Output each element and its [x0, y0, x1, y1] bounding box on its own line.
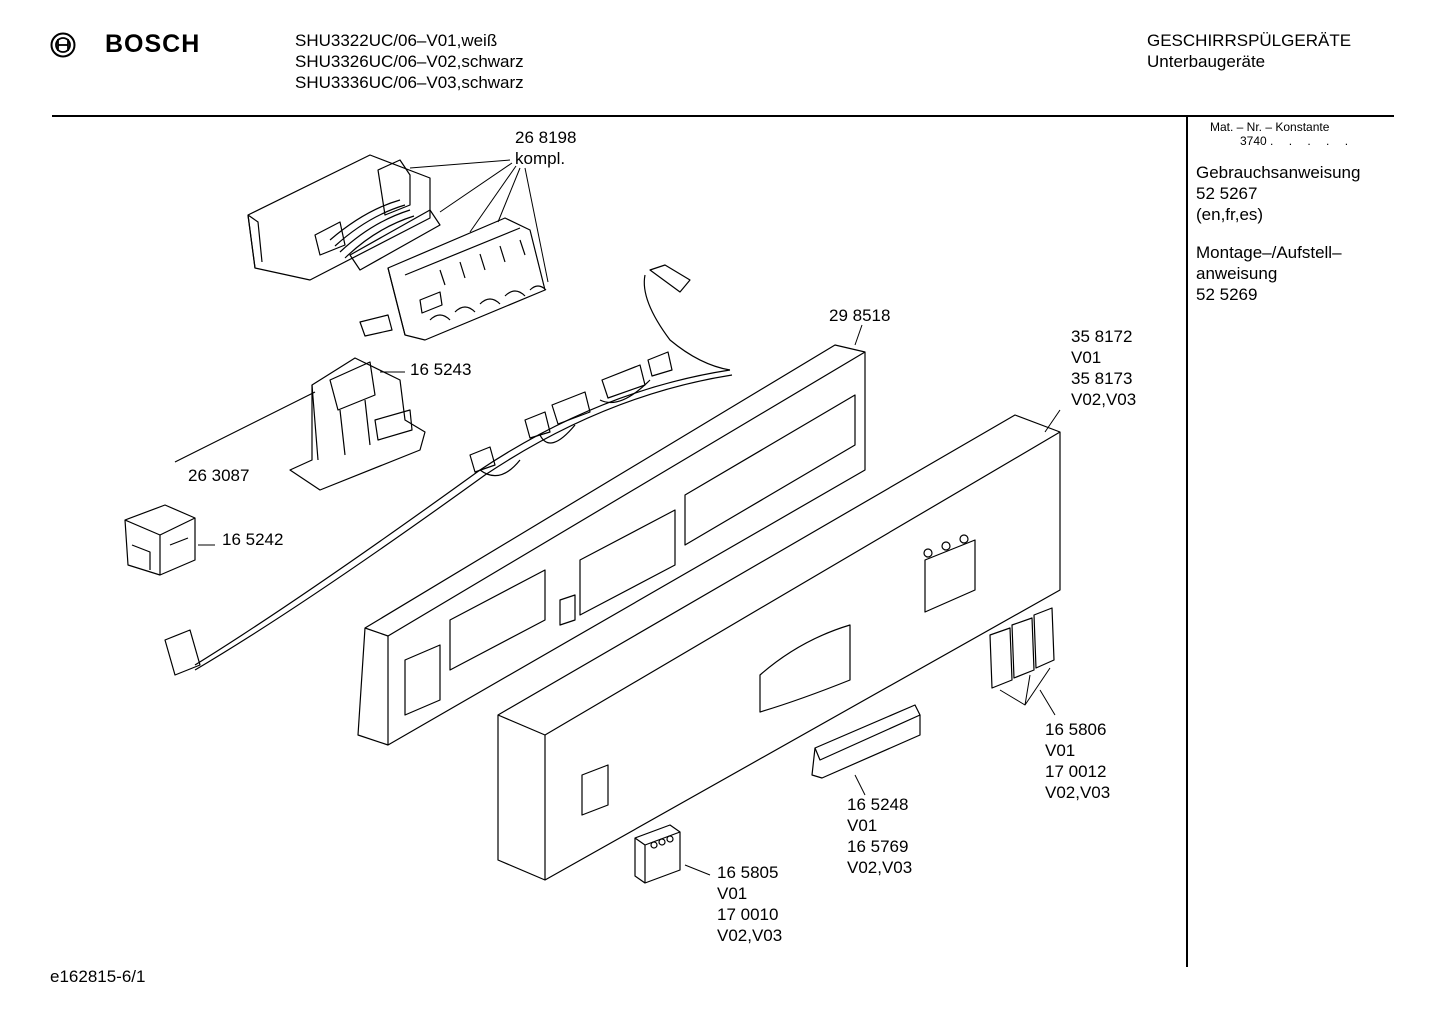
- part-variant: V01: [717, 884, 748, 903]
- callout-298518: 29 8518: [829, 305, 890, 326]
- part-number: 17 0010: [717, 905, 779, 924]
- model-line: SHU3336UC/06–V03,schwarz: [295, 73, 524, 92]
- wiring-harness-drawing: [164, 264, 733, 676]
- leader-165248: [854, 774, 866, 796]
- part-number: 26 3087: [188, 466, 250, 485]
- part-number: 35 8173: [1071, 369, 1133, 388]
- manual-number: 52 5267: [1196, 184, 1258, 203]
- mounting-block: Montage–/Aufstell– anweisung 52 5269: [1196, 242, 1342, 305]
- callout-263087: 26 3087: [188, 465, 249, 486]
- part-variant: V02,V03: [717, 926, 783, 945]
- part-number: 29 8518: [829, 306, 891, 325]
- category-block: GESCHIRRSPÜLGERÄTE Unterbaugeräte: [1147, 30, 1351, 72]
- drawing-id: e162815-6/1: [50, 967, 146, 986]
- callout-165806: 16 5806 V01 17 0012 V02,V03: [1045, 719, 1110, 803]
- button-block-drawing: [634, 824, 681, 884]
- part-number: 16 5248: [847, 795, 909, 814]
- leader-358172: [1044, 409, 1061, 433]
- manual-title: Gebrauchsanweisung: [1196, 163, 1361, 182]
- callout-165243: 16 5243: [410, 359, 471, 380]
- part-variant: V02,V03: [1071, 390, 1137, 409]
- part-number: 17 0012: [1045, 762, 1107, 781]
- rod-263087: [174, 391, 316, 463]
- header-divider: [52, 115, 1394, 117]
- sidebar-divider: [1186, 117, 1188, 967]
- part-number: 26 8198: [515, 128, 577, 147]
- category-title: GESCHIRRSPÜLGERÄTE: [1147, 31, 1352, 50]
- part-variant: V01: [847, 816, 878, 835]
- model-list: SHU3322UC/06–V01,weiß SHU3326UC/06–V02,s…: [295, 30, 524, 93]
- leader-165806: [999, 667, 1056, 716]
- manual-languages: (en,fr,es): [1196, 205, 1264, 224]
- callout-268198: 26 8198 kompl.: [515, 127, 576, 169]
- control-module-drawing: [247, 154, 547, 341]
- brand-name: BOSCH: [105, 30, 201, 58]
- bracket-drawing: [289, 357, 426, 491]
- model-line: SHU3322UC/06–V01,weiß: [295, 31, 498, 50]
- front-panel-drawing: [497, 414, 1061, 881]
- callout-165248: 16 5248 V01 16 5769 V02,V03: [847, 794, 912, 878]
- bosch-armature-icon: [50, 32, 76, 58]
- category-subtitle: Unterbaugeräte: [1147, 52, 1266, 71]
- part-number: 16 5769: [847, 837, 909, 856]
- mat-value: 3740: [1240, 134, 1267, 148]
- part-variant: V02,V03: [847, 858, 913, 877]
- mounting-title: Montage–/Aufstell–: [1196, 243, 1342, 262]
- part-number: 16 5806: [1045, 720, 1107, 739]
- part-variant: V01: [1045, 741, 1076, 760]
- part-variant: V02,V03: [1045, 783, 1111, 802]
- part-number: 35 8172: [1071, 327, 1133, 346]
- leader-lines-268198: [409, 159, 549, 283]
- mounting-title-cont: anweisung: [1196, 264, 1278, 283]
- exploded-parts-diagram: [124, 154, 1061, 884]
- switch-drawing: [124, 504, 196, 576]
- part-number: 16 5242: [222, 530, 284, 549]
- leader-298518: [854, 324, 863, 346]
- frame-drawing: [357, 344, 866, 746]
- callout-165242: 16 5242: [222, 529, 283, 550]
- model-line: SHU3326UC/06–V02,schwarz: [295, 52, 524, 71]
- part-number: 16 5243: [410, 360, 472, 379]
- mat-dots: . . . . .: [1270, 134, 1355, 148]
- mat-value-row: 3740 . . . . .: [1240, 134, 1354, 148]
- mat-label: Mat. – Nr. – Konstante: [1210, 120, 1330, 134]
- strip-drawing: [811, 704, 921, 779]
- part-number: 16 5805: [717, 863, 779, 882]
- callout-358172: 35 8172 V01 35 8173 V02,V03: [1071, 326, 1136, 410]
- manual-block: Gebrauchsanweisung 52 5267 (en,fr,es): [1196, 162, 1360, 225]
- leader-165805: [684, 864, 711, 876]
- buttons-drawing: [989, 607, 1055, 689]
- part-variant: V01: [1071, 348, 1102, 367]
- mounting-number: 52 5269: [1196, 285, 1258, 304]
- part-note: kompl.: [515, 149, 566, 168]
- callout-165805: 16 5805 V01 17 0010 V02,V03: [717, 862, 782, 946]
